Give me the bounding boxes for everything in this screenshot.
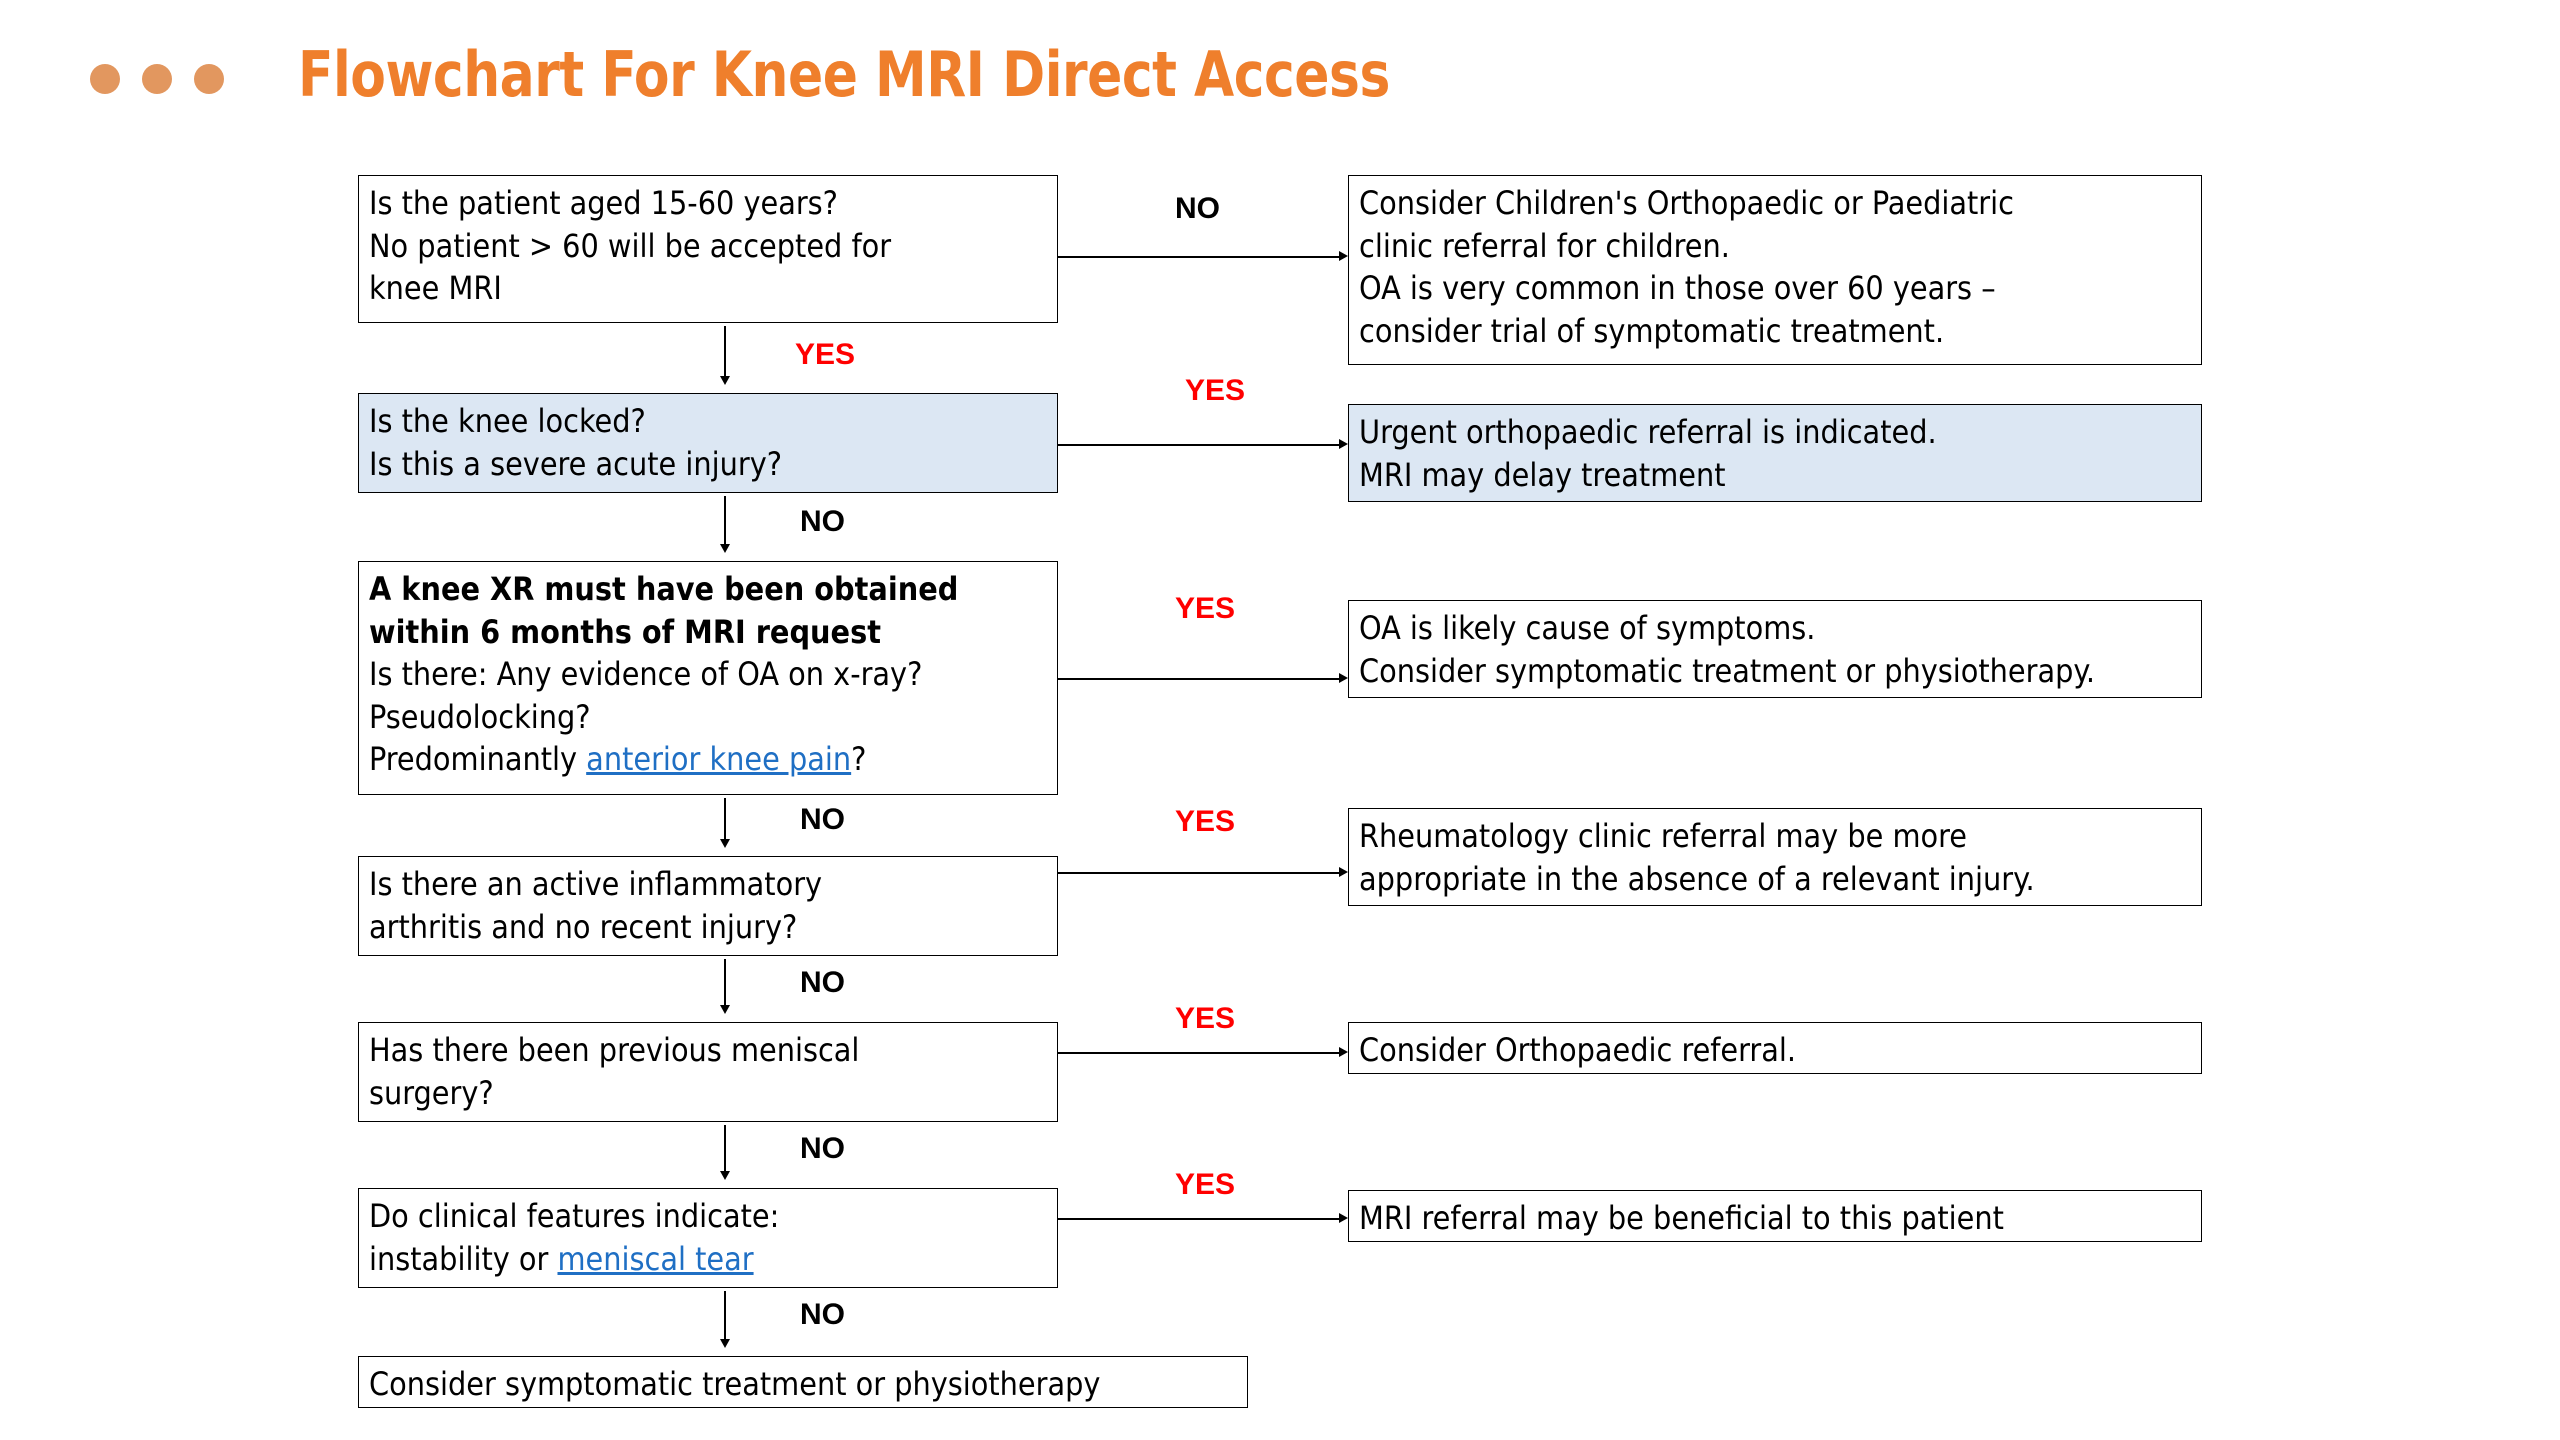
connector-vertical-4 — [724, 959, 726, 1005]
box-line: Is the knee locked? — [369, 402, 646, 440]
box-line: Urgent orthopaedic referral is indicated… — [1359, 413, 1937, 451]
branch-label-no-down-3: NO — [800, 966, 845, 999]
box-line-with-link: instability or meniscal tear — [369, 1238, 1057, 1281]
branch-label-no-down-2: NO — [800, 803, 845, 836]
branch-label-yes-urgent: YES — [1185, 374, 1246, 407]
box-line: OA is very common in those over 60 years… — [1359, 269, 1996, 308]
branch-label-yes-down-1: YES — [795, 338, 856, 371]
arrow-right-1-icon — [1339, 251, 1348, 261]
branch-label-no-down-1: NO — [800, 505, 845, 538]
box-line: Is the patient aged 15-60 years? — [369, 184, 838, 222]
box-line-suffix: ? — [851, 740, 867, 779]
box-line: surgery? — [369, 1073, 494, 1112]
box-line: arthritis and no recent injury? — [369, 907, 798, 946]
connector-vertical-3 — [724, 798, 726, 839]
box-knee-locked: Is the knee locked? Is this a severe acu… — [358, 393, 1058, 493]
box-line: No patient > 60 will be accepted for — [369, 226, 892, 265]
box-line: Consider symptomatic treatment or physio… — [369, 1365, 1101, 1403]
box-line: Is there an active inflammatory — [369, 865, 823, 903]
box-line: within 6 months of MRI request — [369, 612, 881, 651]
box-mri-beneficial: MRI referral may be beneficial to this p… — [1348, 1190, 2202, 1242]
connector-vertical-5 — [724, 1125, 726, 1171]
link-meniscal-tear[interactable]: meniscal tear — [557, 1239, 754, 1278]
branch-label-no-paediatric: NO — [1175, 192, 1220, 225]
box-line: Consider symptomatic treatment or physio… — [1359, 651, 2095, 690]
branch-label-yes-orthopaedic: YES — [1175, 1002, 1236, 1035]
box-oa-likely: OA is likely cause of symptoms. Consider… — [1348, 600, 2202, 698]
arrow-down-1-icon — [720, 376, 730, 385]
box-rheumatology-referral: Rheumatology clinic referral may be more… — [1348, 808, 2202, 906]
box-final-outcome: Consider symptomatic treatment or physio… — [358, 1356, 1248, 1408]
connector-vertical-1 — [724, 326, 726, 376]
decorative-dots — [90, 64, 224, 94]
arrow-right-6-icon — [1339, 1213, 1348, 1223]
box-knee-xr: A knee XR must have been obtained within… — [358, 561, 1058, 795]
arrow-down-3-icon — [720, 839, 730, 848]
connector-vertical-6 — [724, 1291, 726, 1339]
connector-horizontal-2 — [1058, 444, 1340, 446]
connector-horizontal-4 — [1058, 872, 1340, 874]
box-clinical-features: Do clinical features indicate: instabili… — [358, 1188, 1058, 1288]
box-paediatric-referral: Consider Children's Orthopaedic or Paedi… — [1348, 175, 2202, 365]
dot-2-icon — [142, 64, 172, 94]
box-inflammatory-arthritis: Is there an active inflammatory arthriti… — [358, 856, 1058, 956]
link-anterior-knee-pain[interactable]: anterior knee pain — [586, 740, 852, 779]
box-age-check: Is the patient aged 15-60 years? No pati… — [358, 175, 1058, 323]
page-title: Flowchart For Knee MRI Direct Access — [298, 38, 1390, 111]
branch-label-yes-oa: YES — [1175, 592, 1236, 625]
arrow-down-5-icon — [720, 1171, 730, 1180]
arrow-down-6-icon — [720, 1339, 730, 1348]
arrow-right-3-icon — [1339, 673, 1348, 683]
box-previous-surgery: Has there been previous meniscal surgery… — [358, 1022, 1058, 1122]
arrow-down-4-icon — [720, 1005, 730, 1014]
box-line-prefix: Predominantly — [369, 740, 587, 779]
box-line: Is there: Any evidence of OA on x-ray? — [369, 655, 923, 694]
connector-horizontal-5 — [1058, 1052, 1340, 1054]
box-line: clinic referral for children. — [1359, 226, 1730, 265]
box-line: MRI may delay treatment — [1359, 455, 1726, 494]
box-urgent-orthopaedic: Urgent orthopaedic referral is indicated… — [1348, 404, 2202, 502]
arrow-right-5-icon — [1339, 1047, 1348, 1057]
box-line: OA is likely cause of symptoms. — [1359, 609, 1816, 647]
box-line: Is this a severe acute injury? — [369, 444, 783, 483]
arrow-right-2-icon — [1339, 439, 1348, 449]
box-line: Do clinical features indicate: — [369, 1197, 780, 1235]
connector-horizontal-1 — [1058, 256, 1340, 258]
box-line: Consider Orthopaedic referral. — [1359, 1031, 1797, 1069]
box-line: knee MRI — [369, 269, 502, 308]
box-line-prefix: instability or — [369, 1239, 558, 1278]
box-line: Consider Children's Orthopaedic or Paedi… — [1359, 184, 2014, 222]
box-line: A knee XR must have been obtained — [369, 570, 959, 608]
branch-label-no-down-5: NO — [800, 1298, 845, 1331]
branch-label-yes-rheumatology: YES — [1175, 805, 1236, 838]
dot-3-icon — [194, 64, 224, 94]
box-line-with-link: Predominantly anterior knee pain? — [369, 738, 1057, 781]
box-line: Rheumatology clinic referral may be more — [1359, 817, 1967, 855]
arrow-down-2-icon — [720, 544, 730, 553]
box-line: appropriate in the absence of a relevant… — [1359, 859, 2035, 898]
arrow-right-4-icon — [1339, 867, 1348, 877]
dot-1-icon — [90, 64, 120, 94]
box-line: Has there been previous meniscal — [369, 1031, 860, 1069]
branch-label-yes-mri: YES — [1175, 1168, 1236, 1201]
connector-vertical-2 — [724, 496, 726, 544]
box-line: consider trial of symptomatic treatment. — [1359, 311, 1945, 350]
branch-label-no-down-4: NO — [800, 1132, 845, 1165]
box-line: Pseudolocking? — [369, 697, 591, 736]
box-line: MRI referral may be beneficial to this p… — [1359, 1199, 2004, 1237]
connector-horizontal-3 — [1058, 678, 1340, 680]
connector-horizontal-6 — [1058, 1218, 1340, 1220]
box-orthopaedic-referral: Consider Orthopaedic referral. — [1348, 1022, 2202, 1074]
